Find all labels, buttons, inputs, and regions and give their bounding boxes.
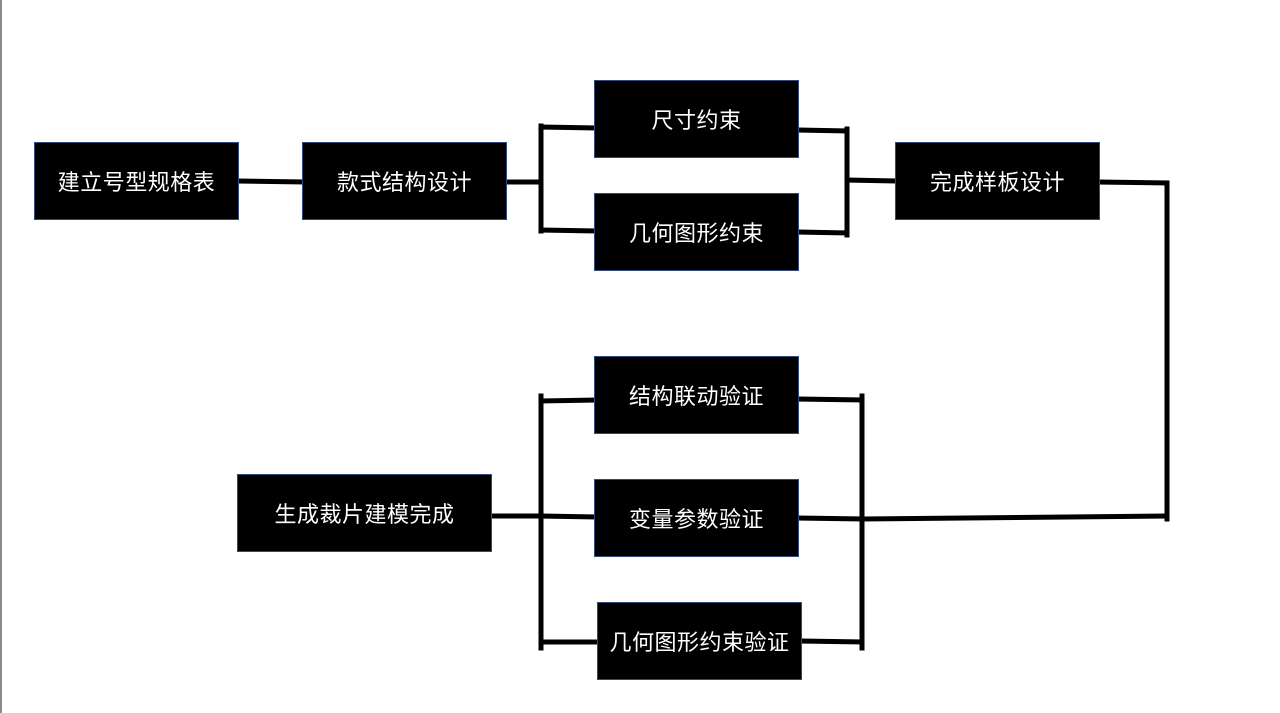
node-pattern-done: 完成样板设计 (895, 142, 1100, 220)
edge-branch-to-size (538, 124, 598, 131)
edge-merge-to-pattern (844, 177, 899, 184)
edge-branch-to-geometry (538, 227, 598, 234)
edge-variable-verify-right (795, 515, 865, 522)
edge-geometry-to-merge (795, 229, 850, 236)
node-style-design: 款式结构设计 (302, 142, 507, 220)
left-border (0, 0, 2, 713)
edge-structure-verify-left (538, 397, 598, 404)
node-geometry-constraint-verify: 几何图形约束验证 (597, 602, 802, 680)
edge-geometry-verify-right (798, 638, 865, 645)
node-spec-table: 建立号型规格表 (34, 142, 239, 220)
edge-spec-to-style (235, 178, 306, 185)
edge-variable-verify-left (538, 513, 598, 520)
node-cut-model-done: 生成裁片建模完成 (237, 474, 492, 552)
edge-pattern-out (1096, 179, 1170, 186)
node-size-constraint: 尺寸约束 (594, 80, 799, 158)
node-geometry-constraint: 几何图形约束 (594, 193, 799, 271)
edge-structure-verify-right (795, 396, 865, 403)
edge-size-to-merge (795, 127, 850, 134)
node-structure-link-verify: 结构联动验证 (594, 356, 799, 434)
edge-to-verify-merge (859, 513, 1170, 522)
node-variable-param-verify: 变量参数验证 (594, 479, 799, 557)
